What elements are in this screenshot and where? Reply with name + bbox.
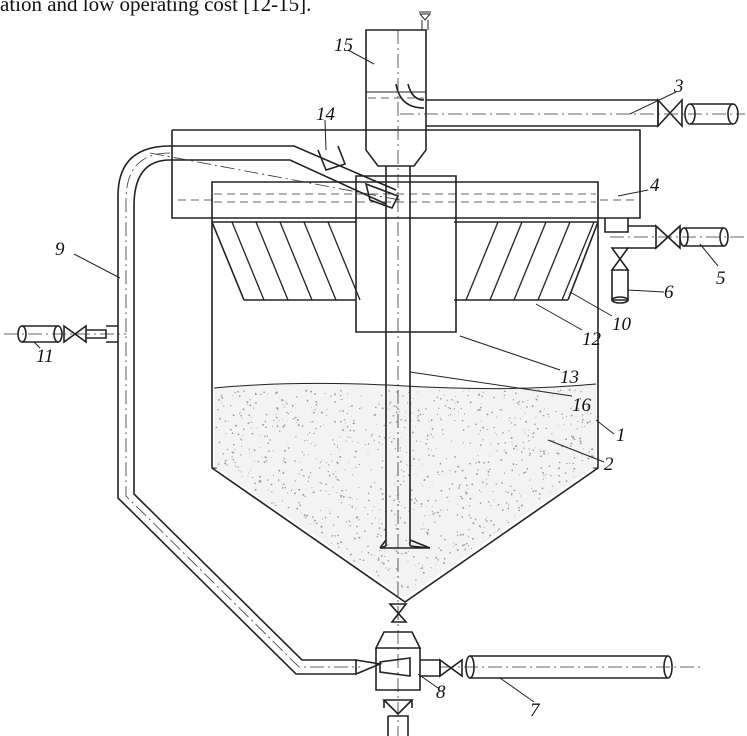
pipe-7 bbox=[440, 655, 700, 679]
label-2: 2 bbox=[604, 454, 614, 475]
label-14: 14 bbox=[316, 104, 336, 125]
top-vessel-15 bbox=[365, 11, 432, 167]
label-11: 11 bbox=[36, 346, 54, 367]
label-3: 3 bbox=[673, 76, 684, 97]
bottom-valve-8 bbox=[355, 603, 463, 736]
valve-branch-5 bbox=[604, 218, 745, 304]
label-9: 9 bbox=[55, 239, 65, 260]
label-5: 5 bbox=[716, 268, 726, 289]
inclined-plates-12 bbox=[211, 221, 599, 301]
pipe-14 bbox=[149, 145, 401, 209]
caption-text: ation and low operating cost [12-15]. bbox=[0, 0, 312, 16]
label-4: 4 bbox=[650, 175, 660, 196]
label-10: 10 bbox=[612, 314, 632, 335]
label-7: 7 bbox=[530, 700, 541, 721]
label-1: 1 bbox=[616, 425, 626, 446]
label-13: 13 bbox=[560, 367, 579, 388]
return-pipe-9 bbox=[117, 145, 360, 675]
valve-branch-11 bbox=[4, 324, 126, 344]
central-well-13 bbox=[355, 175, 457, 333]
label-8: 8 bbox=[436, 682, 446, 703]
central-pipe-16 bbox=[379, 30, 431, 736]
pipe-3 bbox=[400, 97, 745, 129]
label-12: 12 bbox=[582, 329, 602, 350]
label-15: 15 bbox=[334, 35, 353, 56]
label-16: 16 bbox=[572, 395, 592, 416]
overflow-trough-4 bbox=[171, 129, 641, 219]
sediment-layer-2 bbox=[213, 382, 597, 598]
label-6: 6 bbox=[664, 282, 674, 303]
leader-lines bbox=[33, 49, 719, 703]
